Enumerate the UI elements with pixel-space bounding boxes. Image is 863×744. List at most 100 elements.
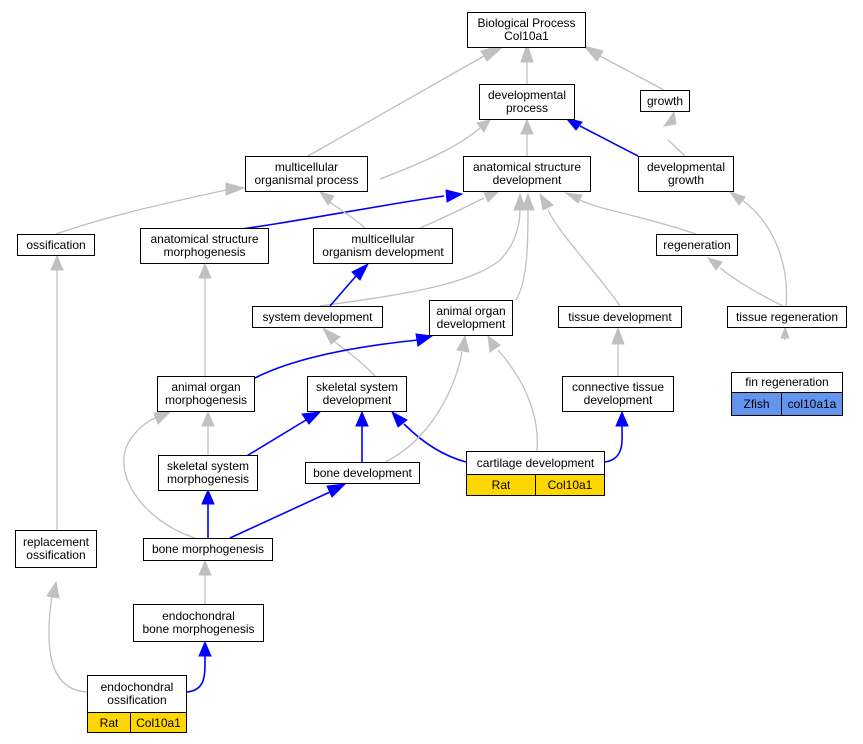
node-tissue-regeneration[interactable]: tissue regeneration [727, 306, 847, 328]
gene-annotation: col10a1a [781, 392, 843, 416]
node-label: endochondral ossification [101, 681, 174, 707]
node-multicellular-organism-development[interactable]: multicellular organism development [313, 228, 453, 264]
node-developmental-process[interactable]: developmental process [479, 84, 575, 120]
arrowhead [153, 411, 172, 425]
edge [497, 349, 538, 452]
arrowhead [483, 191, 500, 203]
arrowhead [662, 110, 677, 127]
node-label: tissue regeneration [735, 309, 839, 324]
edge [419, 197, 485, 229]
arrowhead [539, 192, 554, 211]
label-line: connective tissue [571, 380, 665, 394]
arrowhead [198, 262, 212, 279]
node-fin-regeneration[interactable]: fin regeneration [731, 372, 843, 393]
arrowhead [728, 191, 746, 206]
node-label: fin regeneration [745, 375, 829, 389]
node-ossification[interactable]: ossification [17, 234, 95, 256]
edge [667, 139, 686, 157]
edge [379, 127, 481, 180]
edge [579, 199, 697, 235]
label-line: endochondral [162, 609, 235, 623]
node-bone-development[interactable]: bone development [305, 462, 420, 484]
node-label: bone morphogenesis [151, 542, 265, 556]
node-animal-organ-development[interactable]: animal organ development [429, 300, 513, 336]
label-line: developmental [646, 160, 726, 174]
node-tissue-development[interactable]: tissue development [558, 306, 682, 328]
label-line: development [583, 393, 653, 407]
node-endochondral-bone-morphogenesis[interactable]: endochondral bone morphogenesis [133, 604, 264, 642]
node-label: endochondral bone morphogenesis [142, 610, 254, 636]
arrowhead [520, 42, 534, 63]
arrowhead [198, 559, 212, 576]
node-animal-organ-morphogenesis[interactable]: animal organ morphogenesis [157, 376, 255, 412]
arrowhead [564, 192, 583, 204]
node-label: animal organ development [436, 305, 505, 331]
arrowhead [301, 411, 322, 425]
node-label: bone development [313, 465, 412, 480]
arrowhead [780, 326, 790, 339]
edge [123, 415, 196, 539]
edge [319, 209, 521, 307]
label-line: morphogenesis [164, 393, 248, 407]
label-line: bone morphogenesis [142, 622, 255, 636]
node-label: regeneration [663, 237, 731, 252]
arrowhead [225, 182, 246, 196]
label-line: anatomical structure [150, 232, 259, 246]
node-bone-morphogenesis[interactable]: bone morphogenesis [143, 538, 273, 561]
node-developmental-growth[interactable]: developmental growth [638, 156, 734, 192]
arrowhead [456, 334, 470, 353]
edge [329, 201, 366, 229]
species-annotation: Rat [87, 712, 131, 733]
label-line: endochondral [100, 680, 174, 694]
label-line: anatomical structure [472, 160, 582, 174]
label-line: Col10a1 [504, 29, 549, 43]
label-line: process [505, 101, 549, 115]
node-multicellular-organismal-process[interactable]: multicellular organismal process [245, 156, 368, 192]
arrowhead [326, 483, 347, 498]
label-line: animal organ [171, 380, 241, 394]
edge [384, 351, 463, 463]
node-label: replacement ossification [23, 536, 89, 562]
node-system-development[interactable]: system development [252, 306, 383, 328]
arrowhead [318, 191, 335, 206]
node-anatomical-structure-morphogenesis[interactable]: anatomical structure morphogenesis [140, 228, 269, 264]
node-connective-tissue-development[interactable]: connective tissue development [562, 376, 674, 412]
edge [239, 419, 307, 461]
gene-annotation: Col10a1 [130, 712, 187, 733]
species-annotation: Rat [466, 474, 536, 496]
species-annotation: Zfish [731, 392, 782, 416]
node-growth[interactable]: growth [640, 90, 690, 112]
edge [186, 655, 206, 693]
node-label: tissue development [568, 309, 672, 324]
label-line: organism development [322, 245, 444, 259]
label-line: skeletal system [166, 459, 250, 473]
node-label: developmental growth [647, 161, 725, 187]
node-label: Biological Process Col10a1 [477, 17, 575, 43]
node-regeneration[interactable]: regeneration [656, 234, 738, 256]
node-skeletal-system-morphogenesis[interactable]: skeletal system morphogenesis [158, 455, 258, 491]
edge [403, 423, 467, 463]
node-biological-process[interactable]: Biological Process Col10a1 [467, 12, 586, 48]
node-cartilage-development[interactable]: cartilage development [466, 451, 605, 475]
label-line: Biological Process [477, 16, 576, 30]
label-line: development [492, 173, 562, 187]
node-label: multicellular organismal process [254, 161, 358, 187]
node-label: ossification [26, 237, 86, 252]
arrowhead [582, 45, 604, 62]
label-line: ossification [107, 693, 167, 707]
edge [547, 209, 621, 307]
gene-annotation: Col10a1 [535, 474, 605, 496]
edge [329, 275, 357, 307]
label-line: development [322, 393, 392, 407]
node-label: anatomical structure morphogenesis [150, 233, 258, 259]
arrowhead [198, 640, 212, 657]
node-label: skeletal system development [316, 381, 398, 407]
node-endochondral-ossification[interactable]: endochondral ossification [87, 675, 187, 713]
arrowhead [46, 580, 60, 599]
node-skeletal-system-development[interactable]: skeletal system development [307, 376, 407, 412]
node-anatomical-structure-development[interactable]: anatomical structure development [463, 156, 591, 192]
edge [579, 125, 639, 157]
node-replacement-ossification[interactable]: replacement ossification [15, 530, 97, 568]
